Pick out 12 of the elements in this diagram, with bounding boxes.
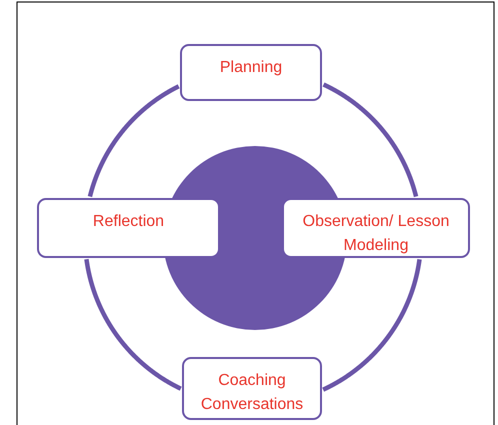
stage-label: Observation/ Lesson Modeling: [302, 212, 450, 256]
stage-label: Coaching Conversations: [200, 371, 304, 415]
ring-arc: [322, 258, 422, 392]
ring-arc: [84, 258, 182, 391]
label-box: [182, 357, 322, 420]
label-box: [37, 198, 220, 258]
stage-label: Planning: [220, 58, 282, 78]
label-box: [282, 198, 470, 258]
label-box: [180, 44, 322, 101]
ring-arc: [322, 82, 418, 198]
ring-arc: [88, 84, 180, 198]
stage-label: Reflection: [92, 212, 164, 232]
